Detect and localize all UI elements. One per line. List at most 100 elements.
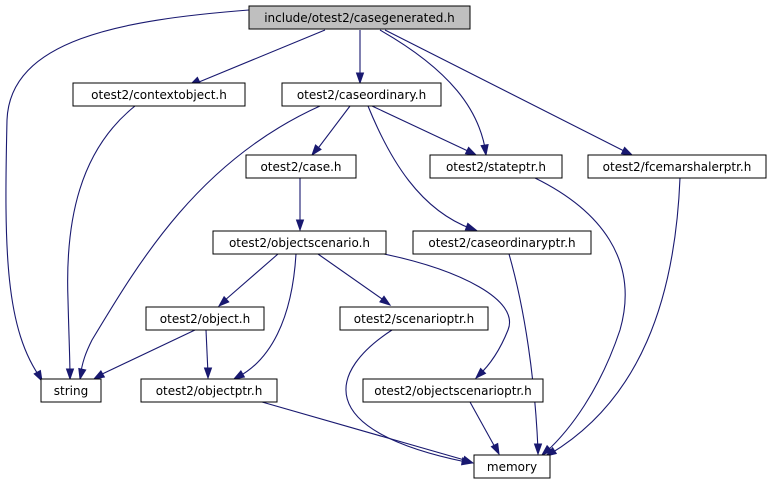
arrowhead-icon bbox=[464, 146, 478, 156]
edge-line bbox=[261, 401, 469, 462]
edge-casegenerated-to-caseordinary bbox=[355, 30, 365, 85]
arrowhead-icon bbox=[533, 443, 543, 456]
node-contextobject[interactable]: otest2/contextobject.h bbox=[72, 82, 246, 107]
arrowhead-icon bbox=[92, 370, 106, 380]
edge-casegenerated-to-contextobject bbox=[188, 29, 326, 86]
edge-objectscenarioptr-to-memory bbox=[469, 401, 500, 456]
edge-line bbox=[345, 329, 467, 463]
arrowhead-icon bbox=[620, 146, 634, 156]
arrowhead-icon bbox=[464, 222, 478, 231]
node-contextobject-label: otest2/contextobject.h bbox=[91, 88, 227, 102]
arrowhead-icon bbox=[217, 295, 230, 308]
edge-line bbox=[315, 105, 351, 152]
node-case[interactable]: otest2/case.h bbox=[245, 154, 357, 179]
edge-line bbox=[534, 177, 626, 453]
node-memory-label: memory bbox=[487, 460, 537, 474]
node-objectscenario[interactable]: otest2/objectscenario.h bbox=[212, 230, 387, 255]
edge-object-to-objectptr bbox=[203, 329, 213, 380]
edge-line bbox=[237, 253, 297, 378]
node-scenarioptr-box bbox=[339, 306, 489, 331]
edge-contextobject-to-string bbox=[65, 105, 136, 381]
node-objectscenarioptr[interactable]: otest2/objectscenarioptr.h bbox=[362, 378, 544, 403]
arrowhead-icon bbox=[544, 446, 558, 457]
node-scenarioptr-label: otest2/scenarioptr.h bbox=[354, 312, 474, 326]
arrowhead-icon bbox=[379, 295, 392, 306]
arrowhead-icon bbox=[490, 442, 500, 456]
edge-case-to-objectscenario bbox=[295, 178, 305, 232]
dependency-nodes: include/otest2/casegenerated.h otest2/co… bbox=[40, 5, 767, 479]
edge-caseordinaryptr-to-memory bbox=[508, 253, 543, 456]
node-caseordinary-label: otest2/caseordinary.h bbox=[297, 88, 426, 102]
node-caseordinaryptr[interactable]: otest2/caseordinaryptr.h bbox=[412, 230, 592, 255]
edge-line bbox=[371, 105, 471, 153]
node-string-box bbox=[40, 378, 102, 403]
node-fcemarshalerptr-label: otest2/fcemarshalerptr.h bbox=[603, 160, 752, 174]
node-objectptr-label: otest2/objectptr.h bbox=[156, 384, 263, 398]
edge-line bbox=[379, 29, 487, 155]
arrowhead-icon bbox=[65, 368, 75, 381]
node-objectscenarioptr-box bbox=[362, 378, 544, 403]
edge-stateptr-to-memory bbox=[534, 177, 626, 457]
edge-object-to-string bbox=[92, 329, 196, 380]
edge-caseordinary-to-string bbox=[78, 105, 321, 381]
edge-line bbox=[383, 253, 511, 377]
edge-caseordinary-to-caseordinaryptr bbox=[367, 105, 478, 231]
node-scenarioptr[interactable]: otest2/scenarioptr.h bbox=[339, 306, 489, 331]
edge-objectscenario-to-objectptr bbox=[232, 253, 297, 380]
arrowhead-icon bbox=[474, 367, 487, 380]
edge-line bbox=[508, 253, 539, 451]
node-fcemarshalerptr[interactable]: otest2/fcemarshalerptr.h bbox=[587, 154, 767, 179]
node-objectscenarioptr-label: otest2/objectscenarioptr.h bbox=[374, 384, 531, 398]
edge-fcemarshalerptr-to-memory bbox=[544, 177, 681, 457]
node-fcemarshalerptr-box bbox=[587, 154, 767, 179]
node-caseordinary-box bbox=[281, 82, 442, 107]
dependency-edges bbox=[5, 9, 681, 466]
edge-caseordinary-to-case bbox=[311, 105, 351, 157]
edge-line bbox=[97, 329, 196, 377]
arrowhead-icon bbox=[311, 144, 322, 157]
arrowhead-icon bbox=[480, 144, 489, 157]
node-string[interactable]: string bbox=[40, 378, 102, 403]
edge-objectscenario-to-scenarioptr bbox=[317, 253, 392, 306]
arrowhead-icon bbox=[295, 219, 305, 232]
node-object-label: otest2/object.h bbox=[160, 312, 250, 326]
edge-casegenerated-to-fcemarshalerptr bbox=[384, 29, 634, 156]
edge-line bbox=[5, 9, 250, 381]
edge-objectptr-to-memory bbox=[261, 401, 475, 464]
edge-objectscenario-to-object bbox=[217, 253, 279, 308]
node-stateptr-label: otest2/stateptr.h bbox=[446, 160, 546, 174]
node-object-box bbox=[145, 306, 265, 331]
edge-line bbox=[469, 401, 497, 450]
edge-casegenerated-to-stateptr bbox=[379, 29, 489, 157]
node-contextobject-box bbox=[72, 82, 246, 107]
node-case-box bbox=[245, 154, 357, 179]
edge-caseordinary-to-stateptr bbox=[371, 105, 478, 156]
edge-line bbox=[384, 29, 627, 153]
arrowhead-icon bbox=[203, 367, 213, 380]
node-objectptr[interactable]: otest2/objectptr.h bbox=[140, 378, 278, 403]
edge-line bbox=[205, 329, 209, 375]
node-stateptr[interactable]: otest2/stateptr.h bbox=[429, 154, 563, 179]
edge-line bbox=[317, 253, 386, 302]
node-string-label: string bbox=[54, 384, 88, 398]
node-casegenerated[interactable]: include/otest2/casegenerated.h bbox=[248, 5, 471, 30]
arrowhead-icon bbox=[33, 369, 43, 383]
edge-casegenerated-to-string bbox=[5, 9, 250, 383]
node-caseordinary[interactable]: otest2/caseordinary.h bbox=[281, 82, 442, 107]
arrowhead-icon bbox=[232, 370, 246, 380]
node-objectscenario-label: otest2/objectscenario.h bbox=[229, 236, 370, 250]
node-case-label: otest2/case.h bbox=[260, 160, 341, 174]
node-objectptr-box bbox=[140, 378, 278, 403]
edge-line bbox=[223, 253, 279, 302]
edge-line bbox=[67, 105, 136, 379]
node-stateptr-box bbox=[429, 154, 563, 179]
node-objectscenario-box bbox=[212, 230, 387, 255]
node-object[interactable]: otest2/object.h bbox=[145, 306, 265, 331]
arrowhead-icon bbox=[355, 72, 365, 85]
edge-line bbox=[79, 105, 321, 379]
edge-line bbox=[198, 29, 326, 83]
node-memory[interactable]: memory bbox=[473, 454, 551, 479]
arrowhead-icon bbox=[78, 367, 87, 381]
node-memory-box bbox=[473, 454, 551, 479]
